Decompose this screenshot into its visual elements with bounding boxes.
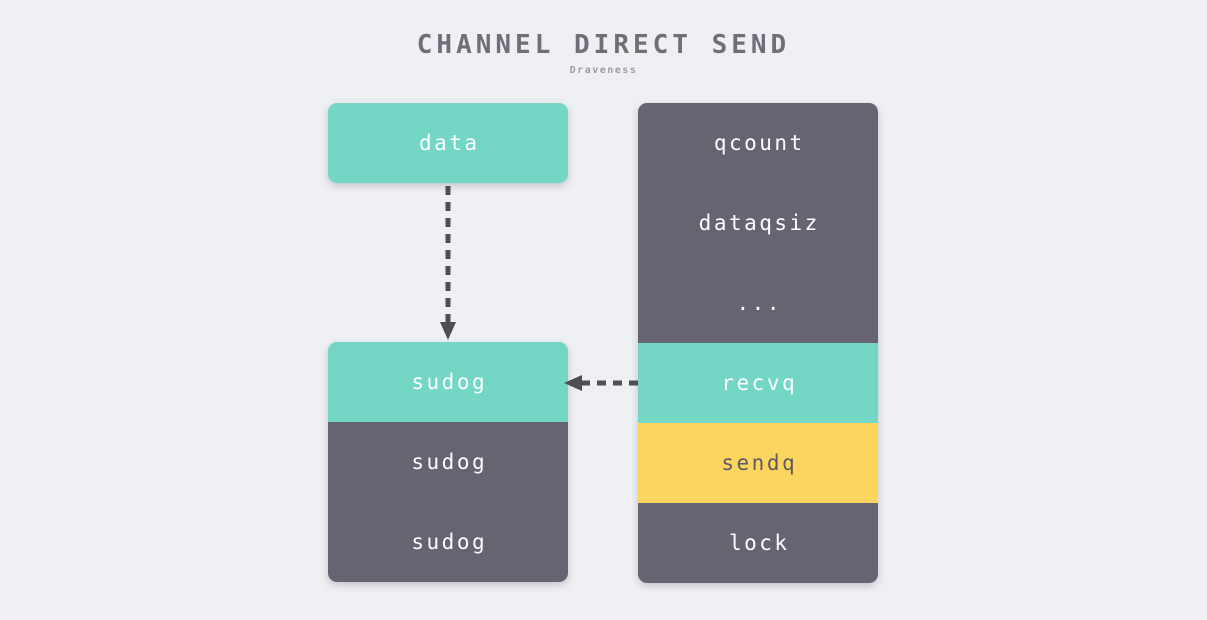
- sudog-box-header: sudog: [328, 342, 568, 422]
- hchan-row-qcount: qcount: [638, 103, 878, 183]
- sudog-box: sudog sudog sudog: [328, 342, 568, 582]
- sudog-row: sudog: [328, 502, 568, 582]
- hchan-row-sendq: sendq: [638, 423, 878, 503]
- arrow-down-head-icon: [440, 322, 456, 340]
- data-box: data: [328, 103, 568, 183]
- arrow-left-head-icon: [564, 375, 582, 391]
- hchan-row-dataqsiz: dataqsiz: [638, 183, 878, 263]
- page-title: CHANNEL DIRECT SEND: [416, 30, 791, 60]
- hchan-row-recvq: recvq: [638, 343, 878, 423]
- arrow-data-to-sudog: [440, 186, 456, 340]
- data-box-label: data: [328, 103, 568, 183]
- hchan-box: qcount dataqsiz ... recvq sendq lock: [638, 103, 878, 583]
- sudog-row: sudog: [328, 422, 568, 502]
- page-subtitle: Draveness: [569, 65, 638, 76]
- hchan-row-lock: lock: [638, 503, 878, 583]
- arrow-recvq-to-sudog: [564, 375, 638, 391]
- hchan-row-ellipsis: ...: [638, 263, 878, 343]
